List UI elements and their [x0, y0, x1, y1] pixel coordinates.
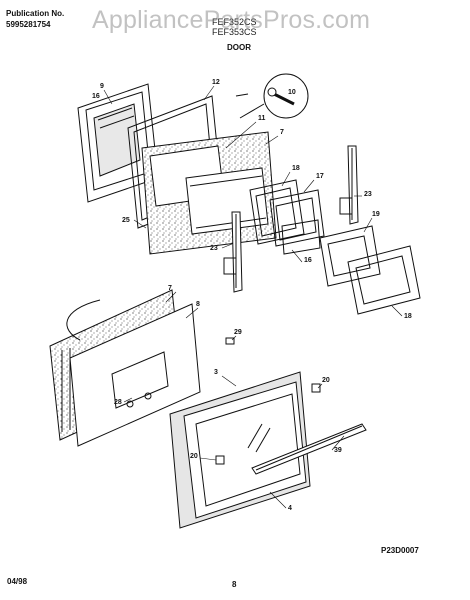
glass-frame-outer — [347, 245, 421, 315]
callout-number: 8 — [196, 301, 200, 308]
callout-number: 18 — [292, 165, 300, 172]
callout-number: 20 — [190, 453, 198, 460]
clip-part — [225, 337, 235, 345]
callout-number: 3 — [214, 369, 218, 376]
callout-number: 12 — [212, 79, 220, 86]
callout-number: 28 — [114, 399, 122, 406]
callout-number: 10 — [288, 89, 296, 96]
watermark: AppliancePartsPros.com — [92, 6, 371, 34]
callout-number: 29 — [234, 329, 242, 336]
callout-number: 23 — [364, 191, 372, 198]
publication-number: 5995281754 — [6, 20, 51, 29]
leader-lines — [103, 85, 403, 509]
callout-number: 17 — [316, 173, 324, 180]
door-handle — [251, 423, 367, 475]
window-pack — [249, 179, 325, 255]
lower-outer-door — [169, 371, 311, 529]
callout-number: 9 — [100, 83, 104, 90]
callout-number: 19 — [372, 211, 380, 218]
diagram-code: P23D0007 — [381, 546, 419, 555]
model-list: FEF352CS FEF353CS — [212, 17, 257, 37]
cable-loop — [66, 299, 101, 341]
model-number: FEF352CS — [212, 17, 257, 27]
lower-baffle — [69, 303, 201, 447]
callout-number: 7 — [280, 129, 284, 136]
callout-number: 11 — [258, 115, 266, 122]
callout-number: 16 — [92, 93, 100, 100]
handle-bracket-right — [311, 383, 321, 393]
callout-number: 20 — [322, 377, 330, 384]
callout-number: 25 — [122, 217, 130, 224]
footer-date: 04/98 — [7, 577, 28, 586]
model-number: FEF353CS — [212, 27, 257, 37]
screw-detail — [235, 73, 309, 119]
callout-number: 23 — [210, 245, 218, 252]
callout-number: 39 — [334, 447, 342, 454]
glass-frame-inner — [319, 225, 381, 287]
callout-number: 16 — [304, 257, 312, 264]
callout-number: 4 — [288, 505, 292, 512]
upper-inner-door — [141, 131, 277, 255]
publication-label: Publication No. — [6, 9, 65, 18]
callout-number: 18 — [404, 313, 412, 320]
hinge-right — [339, 145, 359, 225]
hinge-left — [223, 211, 243, 293]
handle-bracket-left — [215, 455, 225, 465]
callout-group: 9 16 12 10 11 7 18 17 23 25 23 19 16 18 … — [92, 79, 412, 512]
footer-page-number: 8 — [232, 580, 237, 589]
callout-number: 7 — [168, 285, 172, 292]
section-title: DOOR — [227, 43, 251, 52]
